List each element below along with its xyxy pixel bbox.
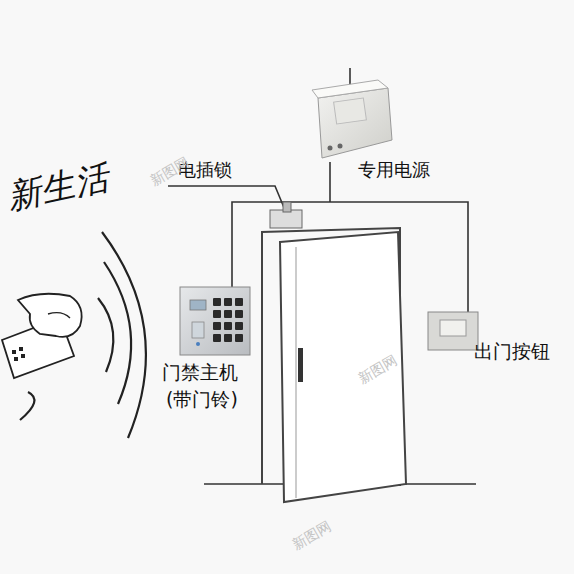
part-label: 门禁主机 (162, 362, 238, 383)
exit-button (428, 312, 478, 350)
watermark: 新图网 (290, 519, 334, 553)
keypad-key (213, 322, 221, 330)
keypad-key (235, 322, 243, 330)
keypad-key (224, 298, 232, 306)
part-label: (带门铃) (166, 389, 238, 410)
part-label: 专用电源 (358, 160, 430, 180)
door (262, 228, 406, 502)
keypad-key (213, 334, 221, 342)
power-supply (312, 80, 392, 158)
keypad-key (213, 310, 221, 318)
hand-with-card (2, 294, 82, 378)
keypad-key (235, 334, 243, 342)
part-label: 出门按钮 (474, 341, 550, 362)
handwritten-note: 新生活 (4, 159, 112, 217)
access-keypad (180, 287, 250, 355)
keypad-key (213, 298, 221, 306)
keypad-key (224, 334, 232, 342)
keypad-key (235, 310, 243, 318)
keypad-key (224, 310, 232, 318)
electric-lock (270, 202, 302, 228)
keypad-key (224, 322, 232, 330)
keypad-key (235, 298, 243, 306)
